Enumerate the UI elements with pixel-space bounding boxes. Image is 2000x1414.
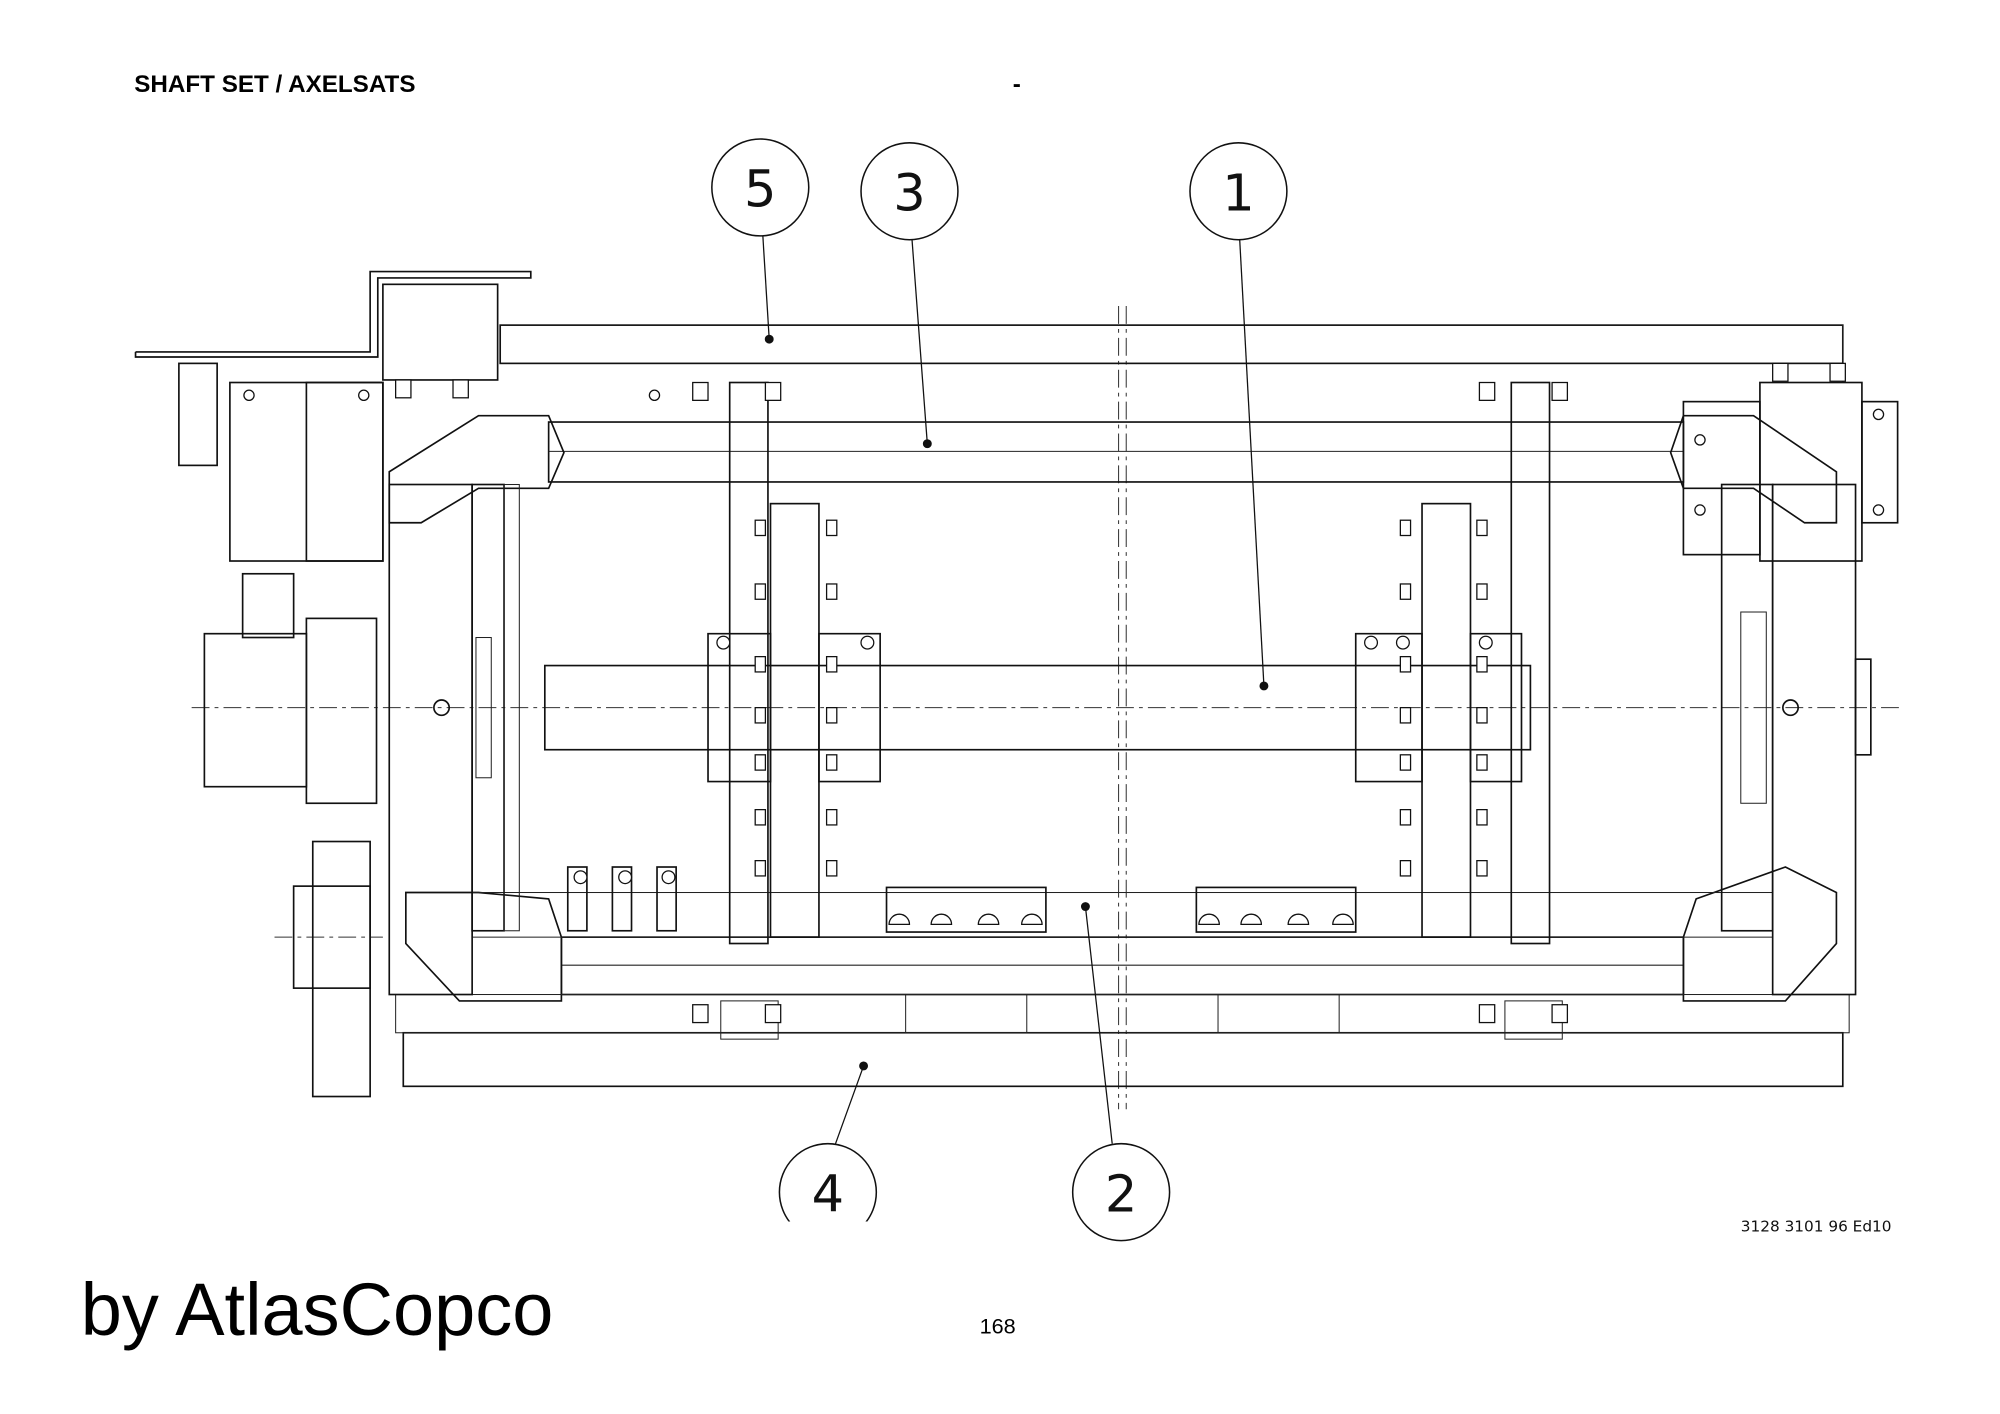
leader-lines [762,235,1269,1144]
balloon-4: 4 [778,1142,878,1224]
balloon-5: 5 [711,138,810,237]
header-dash: - [1013,71,1021,98]
part-2-lower-beam [560,936,1685,996]
page-title: SHAFT SET / AXELSATS [134,71,415,98]
bolts [243,362,1885,1024]
svg-text:5: 5 [744,161,776,220]
brand-watermark: by AtlasCopco [81,1268,554,1351]
centerlines [191,306,1901,1110]
svg-text:1: 1 [1222,164,1254,223]
svg-text:4: 4 [812,1165,844,1224]
page-number: 168 [980,1314,1016,1339]
balloon-2: 2 [1071,1142,1171,1242]
part-4-bottom-plate [402,1031,1844,1088]
part-5-top-bar [499,324,1844,365]
part-3-upper-beam [547,421,1685,483]
svg-text:2: 2 [1105,1165,1137,1224]
document-number: 3128 3101 96 Ed10 [1741,1218,1892,1236]
balloon-3: 3 [860,142,959,241]
balloon-1: 1 [1189,142,1288,241]
assembly-outline [134,270,1899,1098]
part-1-main-shaft [543,664,1532,751]
svg-text:3: 3 [893,164,925,223]
